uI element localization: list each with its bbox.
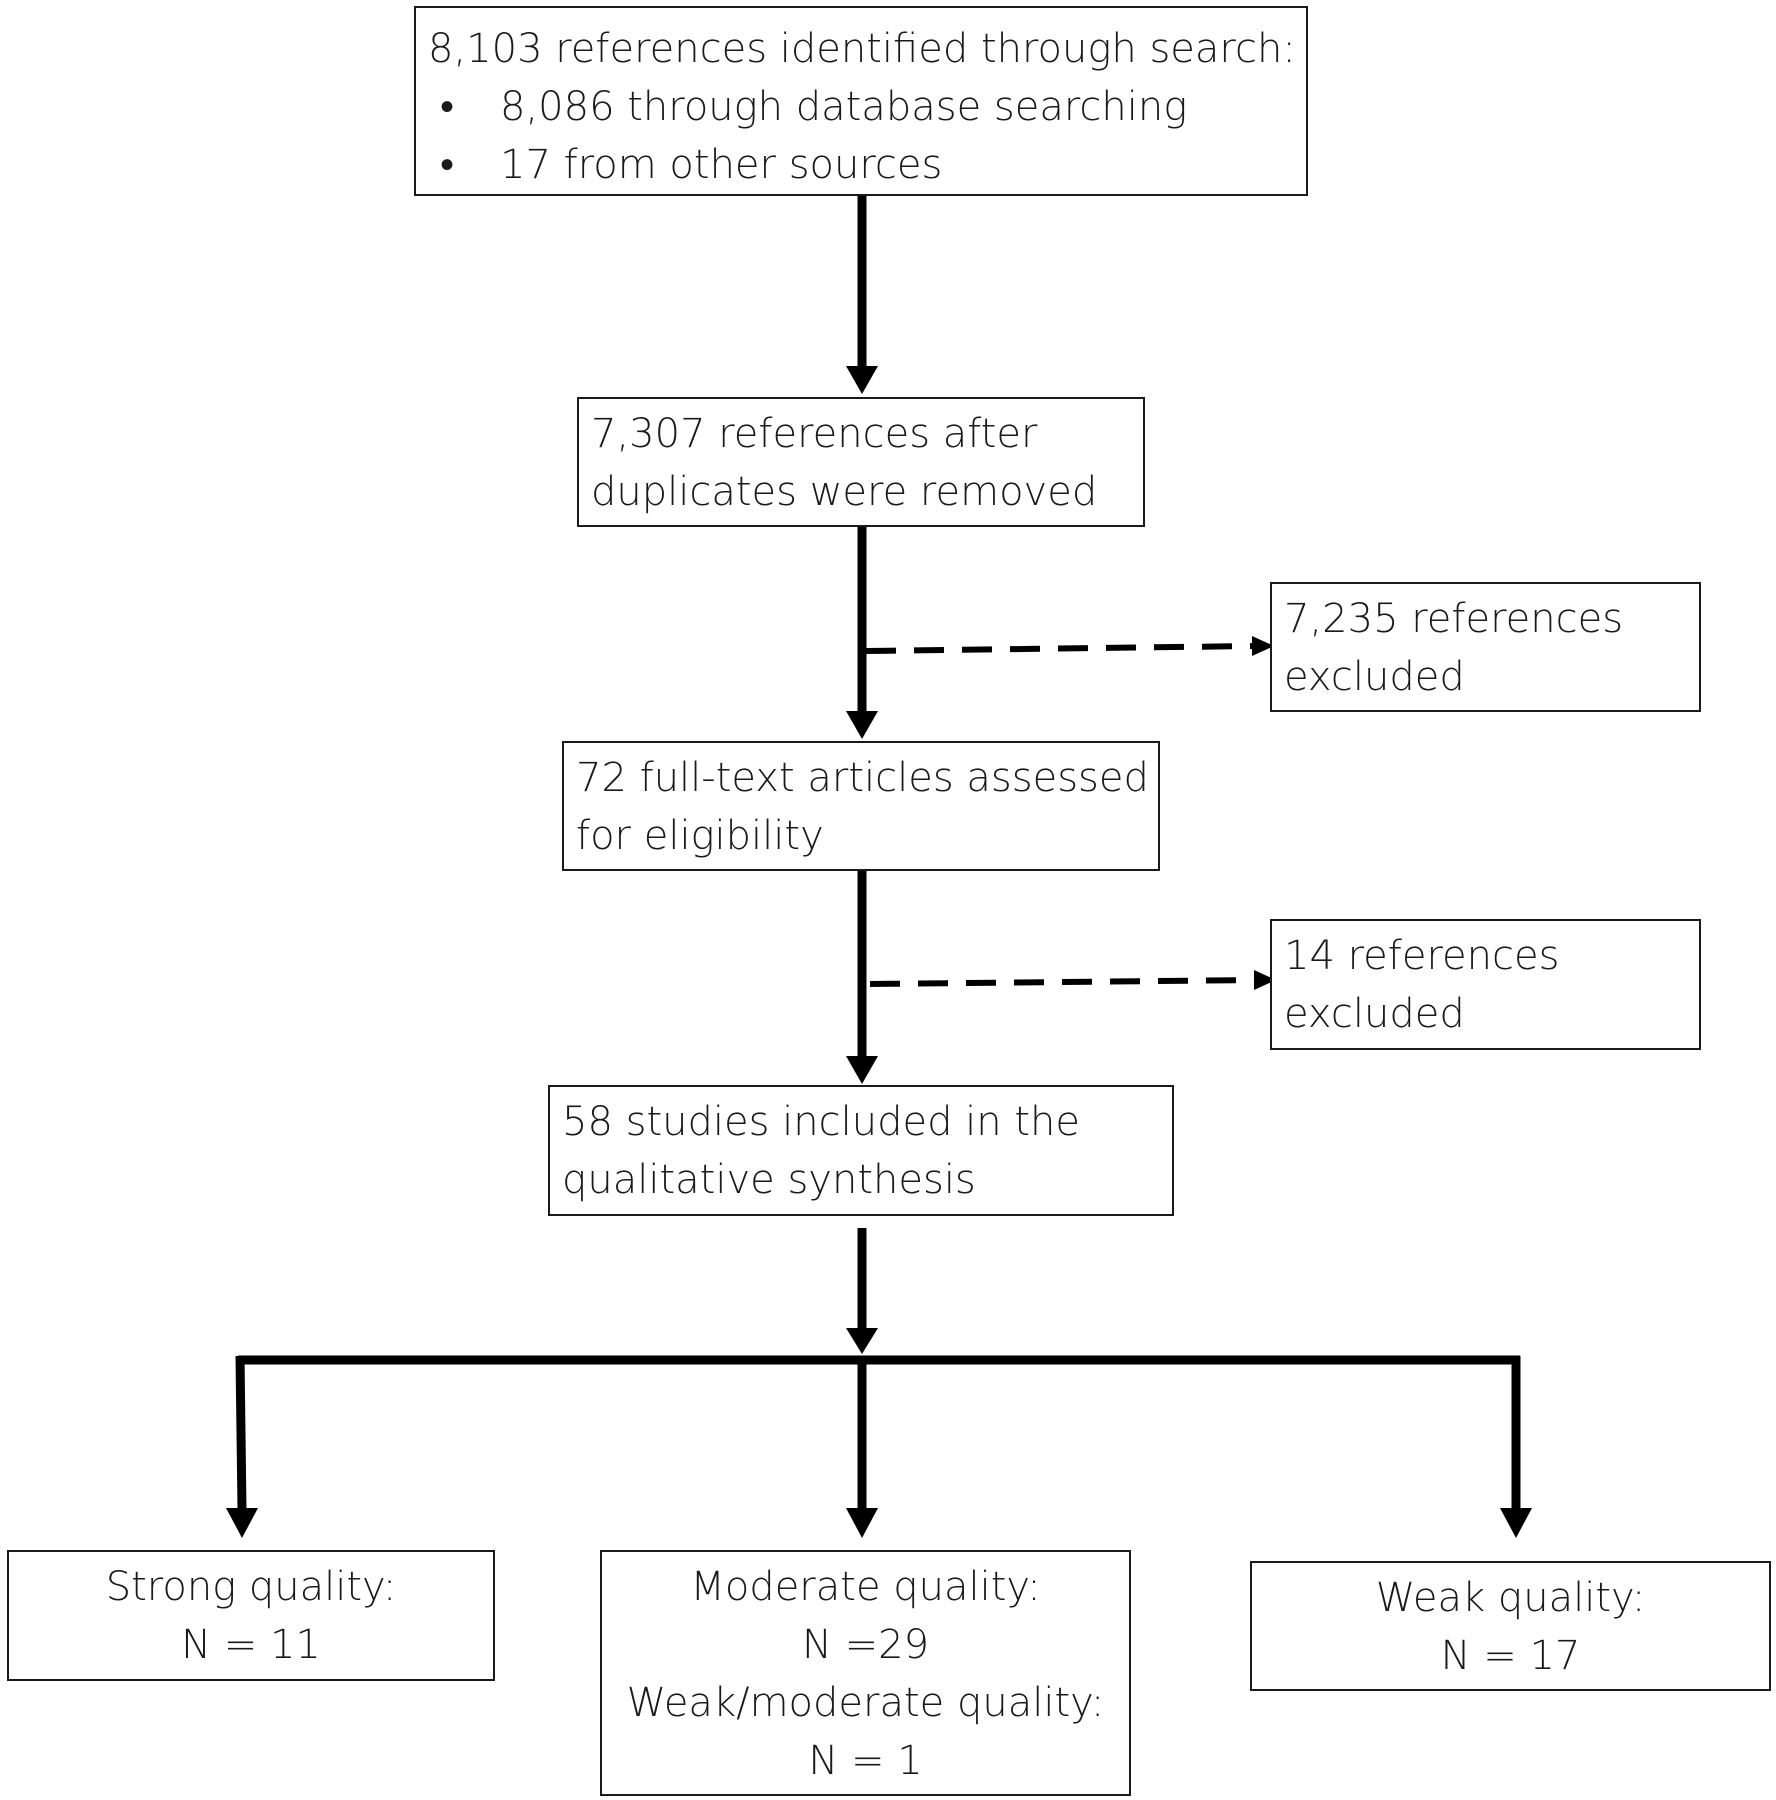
included-line-2: qualitative synthesis	[562, 1157, 976, 1203]
excluded-1-line-1: 7,235 references	[1284, 596, 1624, 642]
arrow-fulltext-to-included	[846, 871, 878, 1084]
dashed-arrow-to-excluded-1	[865, 636, 1274, 656]
weak-moderate-quality-count: N = 1	[808, 1738, 923, 1784]
arrow-dedup-to-fulltext	[846, 527, 878, 739]
excluded-box-2: 14 references excluded	[1270, 919, 1701, 1050]
moderate-quality-count: N =29	[801, 1622, 930, 1668]
arrow-to-strong	[226, 1355, 258, 1538]
fulltext-line-2: for eligibility	[576, 813, 824, 859]
search-title: 8,103 references identified through sear…	[428, 26, 1296, 72]
dedup-line-2: duplicates were removed	[591, 469, 1098, 515]
arrow-to-moderate	[846, 1360, 878, 1538]
dashed-arrow-to-excluded-2	[869, 970, 1276, 990]
dedup-box: 7,307 references after duplicates were r…	[577, 397, 1145, 527]
moderate-quality-label: Moderate quality:	[690, 1564, 1041, 1610]
bullet-icon: •	[440, 84, 455, 130]
weak-moderate-quality-label: Weak/moderate quality:	[626, 1680, 1105, 1726]
weak-quality-label: Weak quality:	[1375, 1575, 1646, 1621]
bullet-icon: •	[440, 142, 455, 188]
fulltext-box: 72 full-text articles assessed for eligi…	[562, 741, 1160, 871]
search-bullet-text: 17 from other sources	[500, 142, 943, 188]
arrow-included-to-split	[846, 1228, 878, 1354]
search-box: 8,103 references identified through sear…	[414, 6, 1308, 196]
arrow-to-weak	[1500, 1356, 1532, 1538]
excluded-2-line-1: 14 references	[1284, 933, 1560, 979]
excluded-box-1: 7,235 references excluded	[1270, 582, 1701, 712]
strong-quality-count: N = 11	[181, 1622, 321, 1668]
included-box: 58 studies included in the qualitative s…	[548, 1085, 1174, 1216]
excluded-2-line-2: excluded	[1284, 991, 1465, 1037]
weak-quality-count: N = 17	[1440, 1633, 1581, 1679]
strong-quality-box: Strong quality: N = 11	[7, 1550, 495, 1681]
search-bullet-database: • 8,086 through database searching	[428, 78, 1306, 136]
excluded-1-line-2: excluded	[1284, 654, 1465, 700]
search-bullet-text: 8,086 through database searching	[500, 84, 1188, 130]
search-bullet-other: • 17 from other sources	[428, 136, 1306, 194]
fulltext-line-1: 72 full-text articles assessed	[576, 755, 1149, 801]
dedup-line-1: 7,307 references after	[591, 411, 1038, 457]
moderate-quality-box: Moderate quality: N =29 Weak/moderate qu…	[600, 1550, 1131, 1796]
strong-quality-label: Strong quality:	[105, 1564, 397, 1610]
weak-quality-box: Weak quality: N = 17	[1250, 1561, 1771, 1691]
arrow-search-to-dedup	[846, 196, 878, 394]
included-line-1: 58 studies included in the	[562, 1099, 1081, 1145]
